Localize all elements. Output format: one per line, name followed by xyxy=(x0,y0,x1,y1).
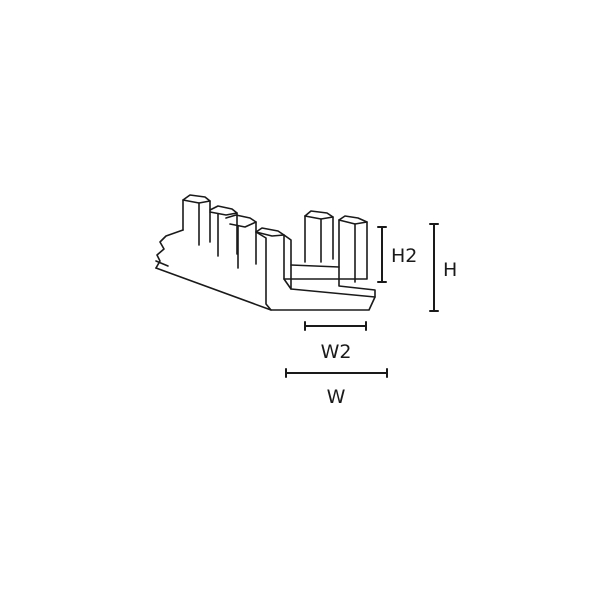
h2-label: H2 xyxy=(391,245,417,267)
tooth-4-top xyxy=(304,215,334,220)
dimension-lines xyxy=(285,223,439,378)
base-bottom-edge xyxy=(155,267,272,311)
channel-floor-back xyxy=(290,264,340,268)
channel-front-top xyxy=(255,231,285,237)
w2-label: W2 xyxy=(321,341,352,363)
channel-inner-left-wall xyxy=(283,234,292,290)
tooth-3-top xyxy=(229,221,257,228)
tooth-1-top xyxy=(182,199,211,204)
h-label: H xyxy=(443,259,457,281)
tooth-1 xyxy=(182,194,211,243)
broken-end-left xyxy=(155,229,184,269)
tooth-4 xyxy=(304,210,334,260)
base-back-edge xyxy=(155,260,169,267)
tooth-2 xyxy=(209,205,238,255)
tooth-2-top xyxy=(209,211,238,216)
tooth-3 xyxy=(225,214,257,265)
edge-protector-outline xyxy=(155,194,376,311)
w-label: W xyxy=(327,386,346,408)
